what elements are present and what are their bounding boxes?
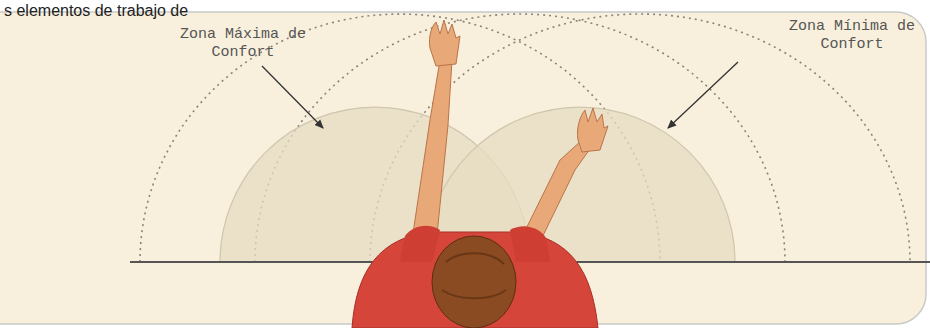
maximum-zone-arcs	[140, 14, 910, 262]
leader-arrows	[262, 62, 738, 128]
header-fragment: s elementos de trabajo de	[4, 2, 234, 20]
zone-label: Zona Mínima de Confort	[780, 18, 924, 54]
zone-label: Zona Máxima de Confort	[168, 26, 318, 62]
person-top-view	[352, 20, 608, 328]
